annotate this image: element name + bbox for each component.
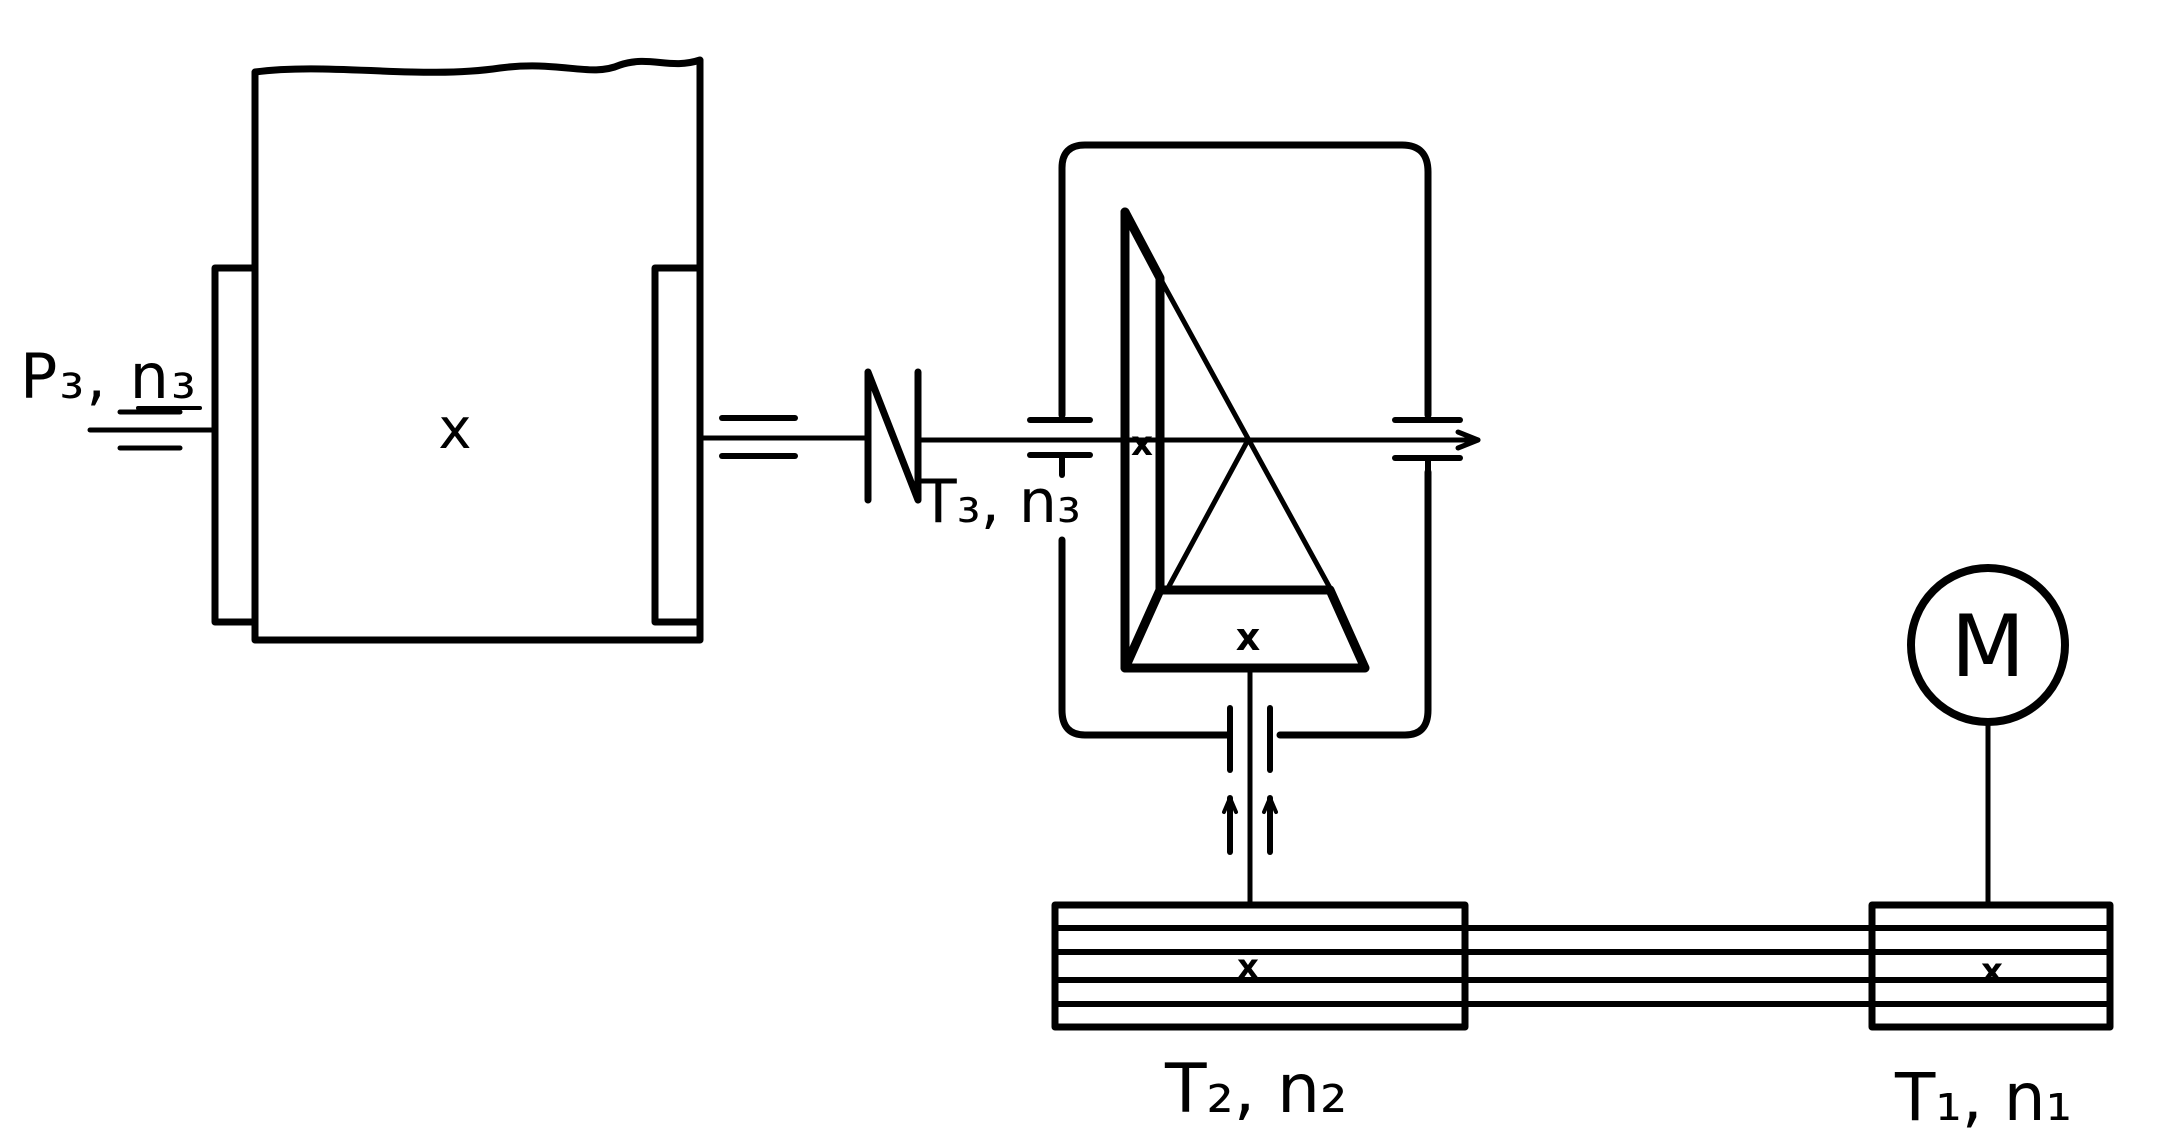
drum-right-flange (651, 264, 704, 626)
motor-label: M (1951, 597, 2025, 697)
coupling-zigzag-icon (864, 368, 922, 504)
small-pulley-label: T₁, n₁ (1894, 1059, 2072, 1136)
gear-inner-face (1120, 207, 1165, 595)
pinion-center-mark: x (1236, 615, 1261, 659)
small-pulley (1868, 901, 2114, 1031)
large-pulley (1051, 901, 1469, 1031)
coupling-output-label: T₃, n₃ (919, 467, 1081, 537)
drum-center-mark: x (438, 397, 471, 462)
drum-input-label: P₃, n₃ (20, 340, 198, 413)
large-pulley-center-mark: x (1237, 947, 1259, 987)
bevel-gear-icon (1120, 207, 1370, 673)
gear-cone-line-2 (1165, 437, 1251, 591)
motor: M (1907, 564, 2069, 908)
shaft-end-arrow (1455, 429, 1481, 451)
gearbox-housing (1058, 141, 1432, 739)
small-pulley-center-mark: x (1981, 951, 2003, 991)
drum: x (211, 56, 704, 644)
pinion-gear (1120, 585, 1370, 673)
drum-body (251, 56, 704, 644)
bevel-gearbox: x x (915, 141, 1481, 908)
drum-left-flange (211, 264, 259, 626)
drum-left-shaft (87, 409, 218, 451)
output-shaft (697, 415, 871, 459)
large-pulley-label: T₂, n₂ (1164, 1050, 1347, 1129)
belt-drive: x x (1051, 901, 2114, 1031)
gear-cone-line (1157, 275, 1333, 591)
gear-center-mark: x (1131, 424, 1153, 464)
